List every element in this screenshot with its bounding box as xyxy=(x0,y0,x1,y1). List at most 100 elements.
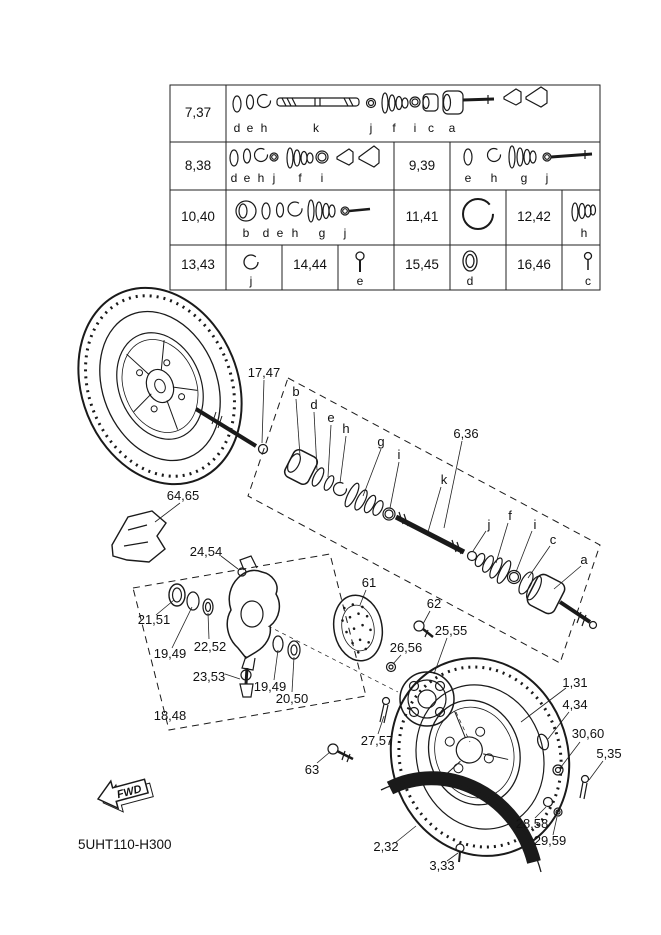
callout-label: g xyxy=(377,434,384,449)
callout-label: 5,35 xyxy=(596,746,621,761)
ball-joint xyxy=(239,667,254,698)
callout-label: 25,55 xyxy=(435,623,468,638)
seal-rings xyxy=(168,583,214,616)
mount-bracket xyxy=(111,510,167,563)
table-ref: 10,40 xyxy=(181,209,215,224)
bolt xyxy=(413,620,434,638)
table-ref: 15,45 xyxy=(405,257,439,272)
part-letter: i xyxy=(321,171,324,185)
ring-glyph xyxy=(242,148,252,164)
clamp-glyph xyxy=(542,150,593,162)
callout-label: i xyxy=(398,447,401,462)
clamp-glyph xyxy=(315,150,329,164)
callout-label: 30,60 xyxy=(572,726,605,741)
axle-shaft-glyph xyxy=(276,97,360,107)
fwd-arrow: FWD xyxy=(96,778,154,813)
callout-label: j xyxy=(487,517,491,532)
clamp-glyph xyxy=(409,96,421,108)
front-wheel xyxy=(77,286,243,486)
callout-label: d xyxy=(310,397,317,412)
callout-label: 28,58 xyxy=(516,816,549,831)
part-letter: c xyxy=(585,274,591,288)
part-letter: c xyxy=(428,121,434,135)
part-letter: h xyxy=(581,226,588,240)
bolt xyxy=(455,843,465,863)
callout-label: 20,50 xyxy=(276,691,309,706)
part-letter: e xyxy=(357,274,364,288)
callout-label: 6,36 xyxy=(453,426,478,441)
callout-label: c xyxy=(550,532,557,547)
table-ref: 12,42 xyxy=(517,209,551,224)
part-letter: e xyxy=(247,121,254,135)
inner-boot xyxy=(344,482,384,516)
callout-label: 18,48 xyxy=(154,708,187,723)
part-letter: d xyxy=(467,274,474,288)
table-ref: 14,44 xyxy=(293,257,327,272)
clamp-glyph xyxy=(269,152,279,162)
callout-label: b xyxy=(292,384,299,399)
cap-glyph xyxy=(525,86,548,108)
table-grid xyxy=(169,84,601,291)
steering-knuckle xyxy=(226,555,281,671)
table-ref: 8,38 xyxy=(185,158,211,173)
table-row3a-parts xyxy=(235,199,371,223)
circlip-glyph xyxy=(253,147,269,163)
boot-glyph xyxy=(307,199,336,223)
pin xyxy=(385,661,397,673)
outer-joint xyxy=(526,573,598,630)
boot-glyph xyxy=(508,145,537,169)
clamp-glyph xyxy=(382,507,396,521)
cap-glyph xyxy=(503,88,522,106)
callout-label: 23,53 xyxy=(193,669,226,684)
ring-glyph xyxy=(261,202,271,220)
ring-glyph xyxy=(229,149,239,167)
large-circlip-glyph xyxy=(462,198,494,230)
part-letter: f xyxy=(298,171,302,185)
callout-label: 27,57 xyxy=(361,733,394,748)
part-letter: j xyxy=(272,171,276,185)
callout-label: 17,47 xyxy=(248,365,281,380)
shaft xyxy=(394,511,466,555)
parts-table: 7,37 8,38 9,39 10,40 11,41 12,42 13,43 1… xyxy=(169,84,601,291)
clamp-glyph xyxy=(365,97,377,109)
part-letter: k xyxy=(313,121,320,135)
arrow-body xyxy=(96,778,150,810)
callout-label: k xyxy=(441,472,448,487)
circlip-glyph xyxy=(256,93,272,109)
ring-glyph xyxy=(462,250,478,272)
part-letter: e xyxy=(244,171,251,185)
part-letter: h xyxy=(491,171,498,185)
part-letter: j xyxy=(369,121,373,135)
drawing-code: 5UHT110-H300 xyxy=(78,837,172,852)
callout-label: 61 xyxy=(362,575,376,590)
ring-glyph xyxy=(245,94,255,110)
part-letter: j xyxy=(249,274,253,288)
callout-label: 19,49 xyxy=(154,646,187,661)
ring-glyph xyxy=(232,95,242,113)
exploded-view: 17,47 b d e h g i 6,36 k j f i c a 64,65… xyxy=(77,286,622,873)
callout-label: 64,65 xyxy=(167,488,200,503)
table-row2a-letters: d e h j f i xyxy=(231,171,324,185)
part-letter: h xyxy=(292,226,299,240)
table-ref: 9,39 xyxy=(409,158,435,173)
table-ref: 11,41 xyxy=(406,209,439,224)
callout-labels: 17,47 b d e h g i 6,36 k j f i c a 64,65… xyxy=(138,365,622,873)
table-row1-letters: d e h k j f i c a xyxy=(234,121,456,135)
joint-glyph xyxy=(422,93,439,112)
ring-glyph xyxy=(275,202,285,218)
washer xyxy=(553,807,563,817)
drive-shaft-assembly xyxy=(247,377,601,664)
circlip-glyph xyxy=(287,201,303,217)
part-letter: j xyxy=(545,171,549,185)
part-letter: g xyxy=(521,171,528,185)
part-letter: a xyxy=(449,121,456,135)
callout-label: 4,34 xyxy=(562,697,587,712)
callout-label: 62 xyxy=(427,596,441,611)
part-letter: g xyxy=(319,226,326,240)
callout-label: 63 xyxy=(305,762,319,777)
clamp-glyph xyxy=(506,569,522,585)
part-letter: h xyxy=(261,121,268,135)
table-row1-parts xyxy=(232,86,548,115)
